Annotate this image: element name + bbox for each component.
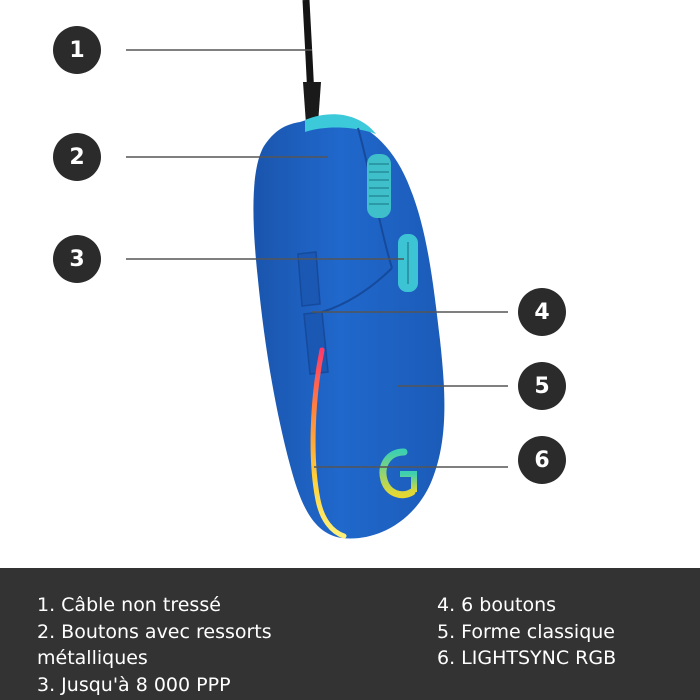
feature-2: 2. Boutons avec ressorts métalliques <box>37 620 272 670</box>
feature-1: 1. Câble non tressé <box>37 594 221 616</box>
legend-column-left: 1. Câble non tressé 2. Boutons avec ress… <box>37 592 367 698</box>
cable-strain-relief <box>303 82 321 124</box>
callout-6: 6 <box>518 436 566 484</box>
mouse-body <box>253 117 445 539</box>
product-diagram: 1 2 3 4 5 6 <box>53 0 566 539</box>
side-button-front <box>297 251 321 307</box>
palm-split-line <box>321 267 393 313</box>
g-logo-icon <box>379 448 417 499</box>
feature-5: 5. Forme classique <box>437 620 615 643</box>
feature-3: 3. Jusqu'à 8 000 PPP <box>37 673 231 696</box>
callout-3: 3 <box>53 235 101 283</box>
mouse-illustration <box>126 0 508 539</box>
legend-column-right: 4. 6 boutons 5. Forme classique 6. LIGHT… <box>437 592 687 672</box>
callout-4: 4 <box>518 288 566 336</box>
rgb-light-strip <box>310 347 347 539</box>
callout-2: 2 <box>53 133 101 181</box>
callout-1: 1 <box>53 26 101 74</box>
feature-4: 4. 6 boutons <box>437 594 557 616</box>
scroll-wheel <box>367 154 391 218</box>
feature-legend: 1. Câble non tressé 2. Boutons avec ress… <box>0 568 700 700</box>
feature-6: 6. LIGHTSYNC RGB <box>437 647 617 669</box>
callout-5: 5 <box>518 362 566 410</box>
